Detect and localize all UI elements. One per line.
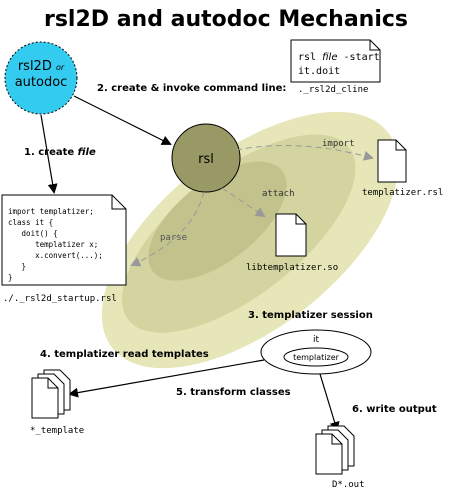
libtemplatizer-fold — [295, 214, 306, 225]
rsl-node-label: rsl — [198, 152, 214, 167]
cline-doc-filename: ._rsl2d_cline — [298, 85, 368, 95]
output-file-fold — [331, 434, 342, 445]
output-files-stack — [315, 425, 355, 475]
step-1-label: 1. create file — [24, 147, 96, 158]
outputs-label: D*.out — [332, 480, 365, 490]
cline-doc-line2: it.doit — [298, 66, 340, 77]
step-3-label: 3. templatizer session — [248, 310, 373, 321]
template-file-fold — [47, 378, 58, 389]
cline-doc-icon — [290, 39, 381, 83]
templates-label: *_template — [30, 426, 84, 436]
step-5-label: 5. transform classes — [176, 387, 291, 398]
startup-code-line-4: templatizer x; — [8, 240, 98, 249]
template-file-1 — [31, 377, 59, 419]
cline-doc-line1: rsl file -start — [298, 52, 380, 63]
halo-inner — [148, 161, 287, 281]
arrow-write-output — [319, 373, 340, 432]
arrow-create-file — [40, 114, 58, 194]
edge-attach — [221, 187, 266, 218]
start-node — [4, 41, 78, 115]
startup-code-line-7: } — [8, 273, 13, 282]
session-node-templatizer — [283, 347, 349, 367]
step-6-label: 6. write output — [352, 404, 437, 415]
startup-code-line-1: import templatizer; — [8, 207, 94, 216]
start-node-or: or — [56, 63, 65, 72]
cline-doc-fold — [369, 40, 380, 51]
libtemplatizer-icon — [275, 213, 307, 257]
step-2-label: 2. create & invoke command line: — [97, 83, 286, 94]
startup-code-line-5: x.convert(...); — [8, 251, 103, 260]
diagram-title: rsl2D and autodoc Mechanics — [44, 7, 408, 32]
templatizer-rsl-label: templatizer.rsl — [362, 188, 443, 198]
templatizer-rsl-icon — [377, 139, 407, 183]
start-node-line1: rsl2D or — [18, 59, 65, 74]
startup-code-line-3: doit() { — [8, 229, 58, 238]
step-4-label: 4. templatizer read templates — [40, 349, 209, 360]
templatizer-rsl-fold — [395, 140, 406, 151]
arrow-read-templates — [68, 359, 265, 398]
edge-import-label: import — [322, 139, 355, 149]
start-node-line2: autodoc — [15, 75, 68, 90]
startup-doc-filename: ./._rsl2d_startup.rsl — [3, 294, 117, 304]
edge-parse-label: parse — [160, 233, 187, 243]
session-node-templatizer-label: templatizer — [293, 353, 340, 362]
startup-code-line-2: class it { — [8, 218, 53, 227]
output-file-1 — [315, 433, 343, 475]
session-node-it-label: it — [313, 335, 320, 345]
runtime-halo — [101, 111, 399, 369]
edge-attach-label: attach — [262, 189, 295, 199]
startup-doc-icon — [1, 194, 127, 286]
template-files-stack — [31, 369, 71, 419]
startup-code-line-6: } — [8, 262, 26, 271]
arrow-invoke — [73, 95, 172, 145]
rsl-node — [171, 123, 241, 193]
startup-doc-fold — [111, 195, 126, 210]
edge-import — [235, 145, 374, 161]
edge-parse — [130, 191, 205, 267]
libtemplatizer-label: libtemplatizer.so — [246, 263, 338, 273]
